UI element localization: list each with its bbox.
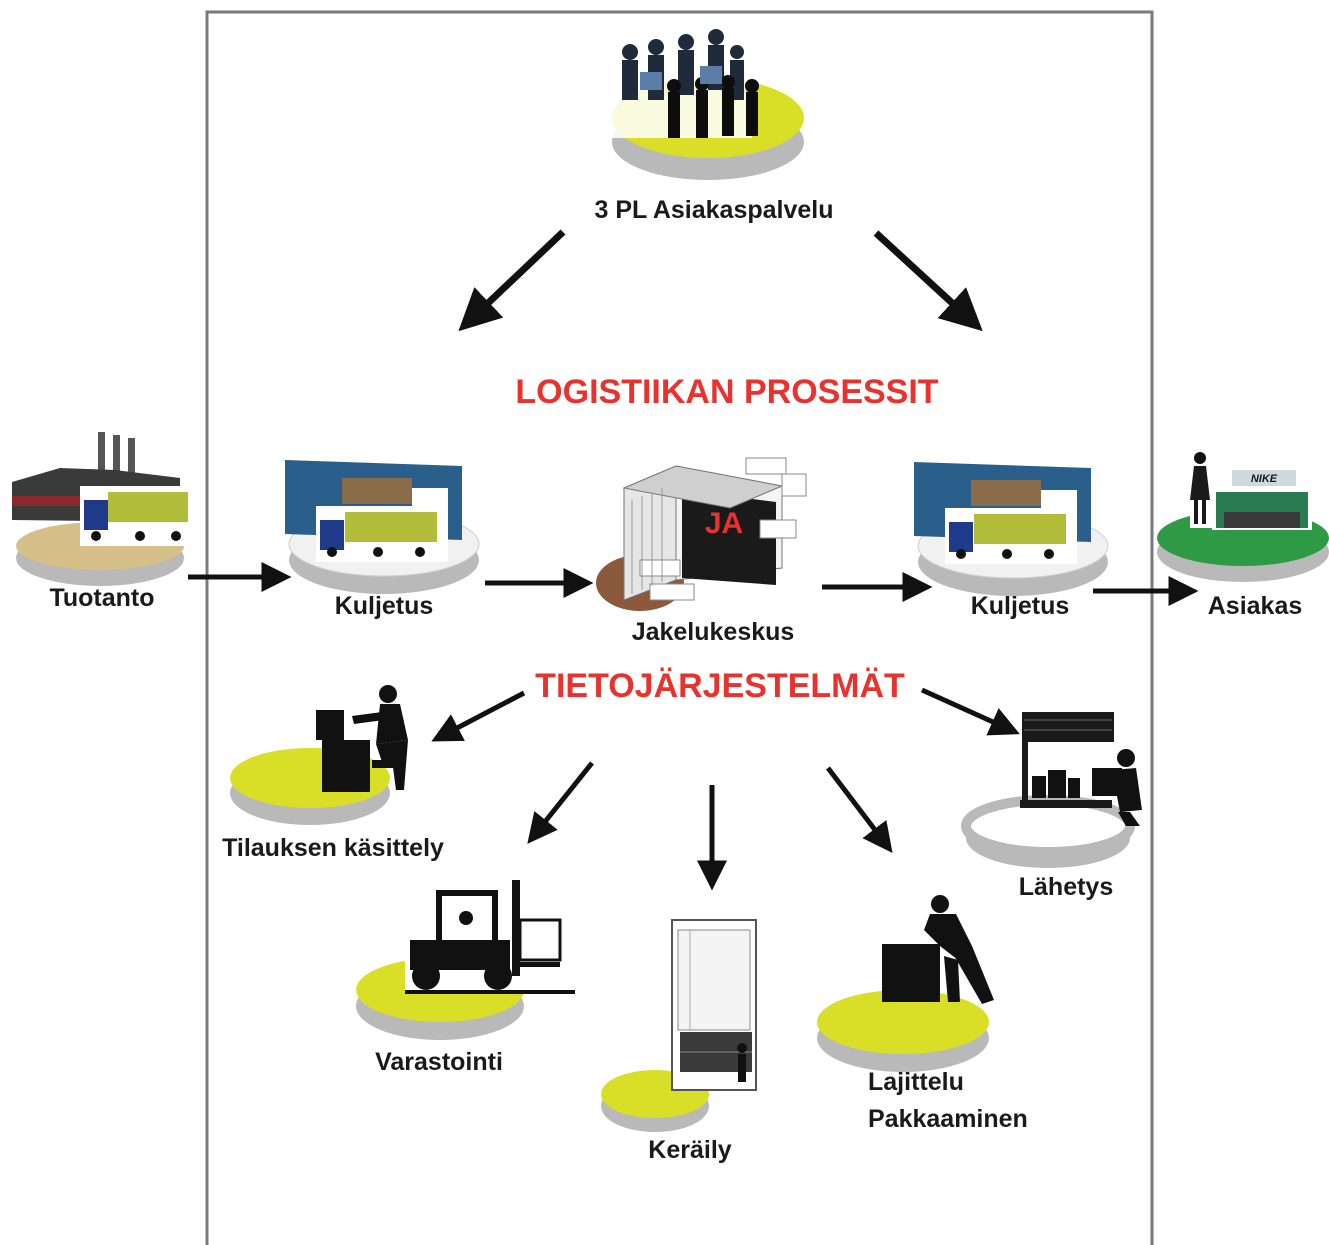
truck-icon <box>945 508 1077 564</box>
truck-icon <box>80 486 200 546</box>
office-worker-icon <box>316 685 408 792</box>
store-icon: NIKE <box>1212 470 1312 530</box>
distribution-center-label: Jakelukeskus <box>632 618 795 646</box>
distribution-center-node: JA <box>596 457 807 611</box>
transport-in-node <box>285 460 480 594</box>
packing-worker-icon <box>882 895 994 1004</box>
customer-service-label: 3 PL Asiakaspalvelu <box>594 196 833 224</box>
order-processing-node <box>230 685 408 825</box>
arrow-systems-to-sorting <box>826 766 893 853</box>
shipping-label: Lähetys <box>1019 873 1113 901</box>
arrow-systems-to-warehousing <box>527 761 594 844</box>
transport-out-label: Kuljetus <box>971 592 1070 620</box>
order-processing-label: Tilauksen käsittely <box>222 834 444 862</box>
diagram-subtitle: TIETOJÄRJESTELMÄT <box>535 667 905 705</box>
production-node <box>12 432 200 586</box>
packing-label: Pakkaaminen <box>868 1105 1028 1133</box>
forklift-icon <box>405 880 575 994</box>
sorting-label: Lajittelu <box>868 1068 964 1096</box>
distribution-center-icon <box>622 457 807 601</box>
arrow-systems-to-order <box>431 690 526 742</box>
distribution-center-badge: JA <box>705 507 743 540</box>
transport-in-label: Kuljetus <box>335 592 434 620</box>
sorting-packing-node <box>817 895 994 1072</box>
customer-node: NIKE <box>1157 452 1329 582</box>
arrow-systems-to-shipping <box>920 687 1020 736</box>
diagram-frame <box>205 10 1154 1245</box>
store-sign: NIKE <box>1251 473 1278 485</box>
people-icon <box>612 28 759 138</box>
transport-out-node <box>914 462 1109 596</box>
warehousing-node <box>356 880 575 1040</box>
arrow-service-to-right <box>873 230 983 332</box>
customer-service-node <box>612 28 804 180</box>
production-label: Tuotanto <box>49 584 154 612</box>
shelving-icon <box>671 919 757 1091</box>
shipping-node <box>961 712 1142 868</box>
customer-label: Asiakas <box>1208 592 1303 620</box>
picking-node <box>601 919 757 1132</box>
diagram-title: LOGISTIIKAN PROSESSIT <box>515 373 938 411</box>
truck-icon <box>316 506 448 562</box>
picking-label: Keräily <box>648 1136 731 1164</box>
arrow-service-to-left <box>458 229 566 332</box>
warehousing-label: Varastointi <box>375 1048 503 1076</box>
loading-worker-icon <box>1020 712 1142 826</box>
person-icon <box>1190 452 1212 528</box>
